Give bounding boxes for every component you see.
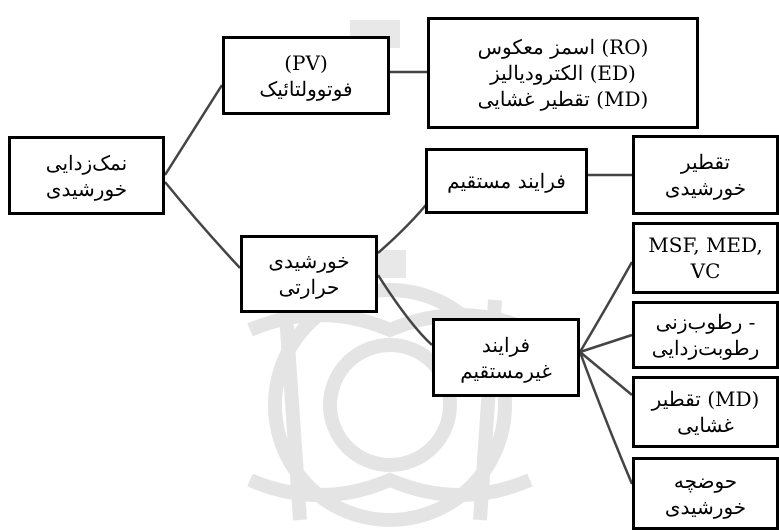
connector-indirect-hdh — [579, 333, 633, 354]
node-line: تقطیر — [680, 150, 731, 174]
node-line: خورشیدی — [268, 249, 350, 273]
node-line: تقطیر (MD) — [651, 387, 760, 411]
connector-thermal-direct — [377, 199, 431, 254]
node-line: غیرمستقیم — [460, 358, 552, 383]
node-solar-thermal: خورشیدی حرارتی — [240, 235, 378, 313]
node-line: فرایند — [481, 332, 531, 357]
node-solar-still: تقطیر خورشیدی — [632, 135, 779, 215]
node-indirect-process: فرایند غیرمستقیم — [432, 318, 580, 397]
node-line: نمک‌زدایی — [45, 150, 128, 175]
node-solar-pond: حوضچه خورشیدی — [632, 457, 779, 530]
node-hdh: رطوب‌زنی - رطوبت‌زدایی — [632, 301, 779, 369]
node-membrane-distillation: تقطیر (MD) غشایی — [632, 376, 779, 448]
node-line: تقطیر غشایی (MD) — [477, 87, 649, 111]
node-line: اسمز معکوس (RO) — [477, 35, 649, 59]
connector-root-thermal — [164, 181, 241, 269]
node-line: فرایند مستقیم — [447, 169, 566, 193]
node-msf-med-vc: MSF, MED, VC — [632, 222, 779, 294]
node-line: (PV) — [284, 50, 328, 75]
node-line: الکترودیالیز (ED) — [490, 61, 636, 85]
node-line: حوضچه — [673, 468, 738, 493]
node-solar-desalination: نمک‌زدایی خورشیدی — [8, 136, 165, 215]
node-direct-process: فرایند مستقیم — [425, 148, 588, 214]
node-line: رطوبت‌زدایی — [651, 336, 760, 360]
connector-thermal-indirect — [376, 274, 433, 346]
node-line: خورشیدی — [45, 176, 128, 201]
node-line: خورشیدی — [664, 494, 747, 519]
node-line: خورشیدی — [664, 176, 747, 200]
node-line: فوتوولتائیک — [259, 76, 353, 101]
node-line: حرارتی — [278, 275, 340, 299]
connector-root-pv — [163, 84, 224, 176]
node-line: غشایی — [677, 413, 734, 437]
node-line: MSF, MED, — [648, 233, 763, 257]
connector-indirect-msf — [578, 261, 634, 353]
node-pv-methods: اسمز معکوس (RO) الکترودیالیز (ED) تقطیر … — [427, 17, 699, 129]
connector-indirect-pond — [578, 351, 634, 485]
node-photovoltaic: (PV) فوتوولتائیک — [222, 36, 390, 115]
node-line: رطوب‌زنی - — [655, 310, 756, 334]
connector-indirect-md — [579, 351, 633, 396]
node-line: VC — [690, 259, 721, 283]
